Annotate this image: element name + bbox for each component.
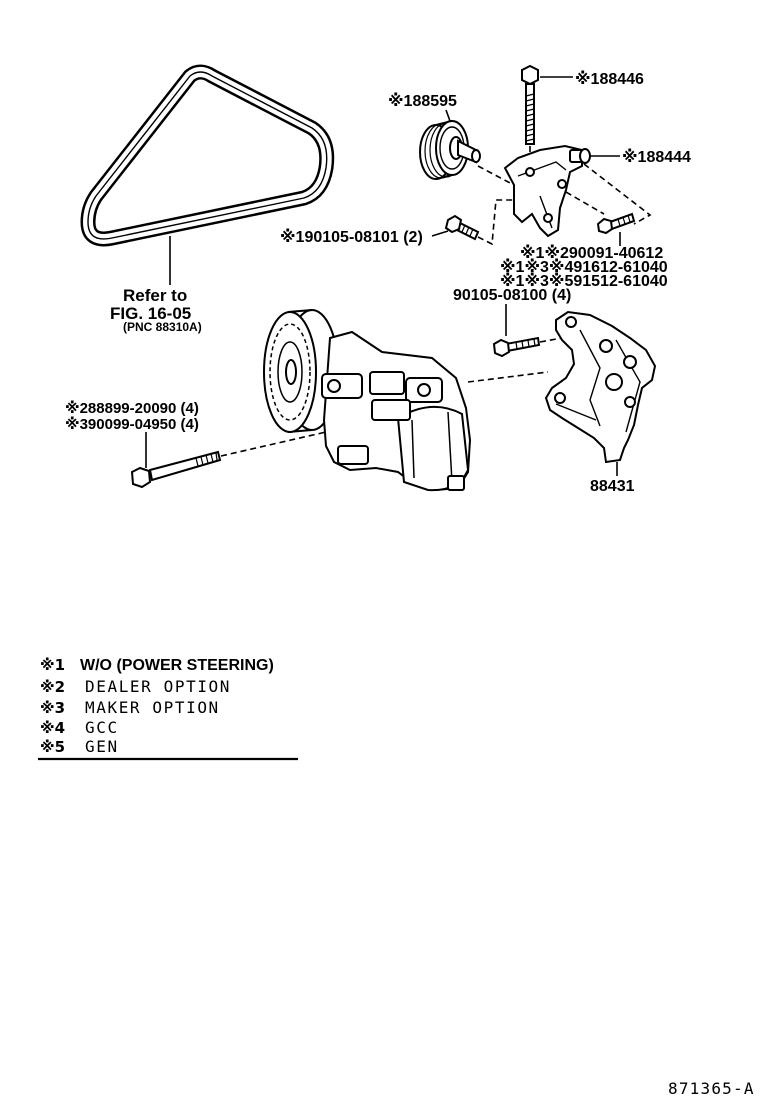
lower-bracket-bolt [596, 212, 636, 235]
belt-ref-figure: FIG. 16-05 [110, 304, 191, 323]
idler-bracket [503, 144, 583, 238]
legend: ※1 W/O (POWER STEERING) ※2 DEALER OPTION… [38, 656, 298, 761]
pulley-leader-line [445, 109, 451, 122]
legend-mark-5: ※5 [40, 738, 65, 756]
compressor-bracket [544, 310, 657, 464]
pulley-bolt [521, 64, 539, 145]
bracket-lower-dash [565, 191, 605, 215]
bracket-bolt-part-number: ※188444 [622, 148, 691, 166]
legend-text-3: MAKER OPTION [85, 698, 220, 717]
compressor-bolt-dash [220, 431, 327, 457]
compressor-bracket-part-number: 88431 [590, 478, 635, 495]
belt-ref-pnc: (PNC 88310A) [123, 320, 202, 334]
side-bolt-leader-line [431, 230, 449, 237]
pulley-bolt-part-number: ※188446 [575, 70, 644, 88]
side-bolt-dash [477, 199, 514, 246]
compressor-bolt [130, 450, 222, 489]
figure-number: 871365-A [668, 1079, 755, 1098]
compressor-bracket-bolt-part-number: 90105-08100 (4) [453, 287, 571, 304]
legend-text-5: GEN [85, 737, 119, 756]
legend-mark-3: ※3 [40, 699, 65, 717]
belt-ref-text: Refer to [123, 286, 187, 305]
drive-belt [80, 64, 335, 247]
legend-mark-1: ※1 [40, 656, 65, 674]
part-a-number: ※1※3※491612-61040 [500, 258, 668, 276]
compressor-bracket-bolt-dash [539, 337, 563, 343]
pulley-to-bracket-dash [477, 165, 513, 185]
idler-pulley [419, 120, 481, 180]
pulley-part-number: ※188595 [388, 92, 457, 110]
bracket-bolt [569, 148, 591, 164]
compressor-bolt-part-number-1: ※288899-20090 (4) [65, 399, 199, 417]
legend-text-1: W/O (POWER STEERING) [80, 657, 274, 674]
side-bolt [444, 214, 480, 241]
lower-bracket-bolt-part-number: ※1※290091-40612 [520, 244, 663, 262]
legend-mark-4: ※4 [40, 719, 65, 737]
legend-mark-2: ※2 [40, 678, 65, 696]
compressor-to-bracket-dash [467, 371, 549, 383]
compressor-bracket-bolt [492, 336, 541, 358]
compressor-bolt-part-number-2: ※390099-04950 (4) [65, 415, 199, 433]
bracket-right-dash [583, 163, 652, 225]
side-bolt-part-number: ※190105-08101 (2) [280, 228, 423, 246]
legend-text-4: GCC [85, 718, 119, 737]
part-b-number: ※1※3※591512-61040 [500, 272, 668, 290]
ac-compressor [263, 309, 472, 492]
legend-text-2: DEALER OPTION [85, 677, 231, 696]
